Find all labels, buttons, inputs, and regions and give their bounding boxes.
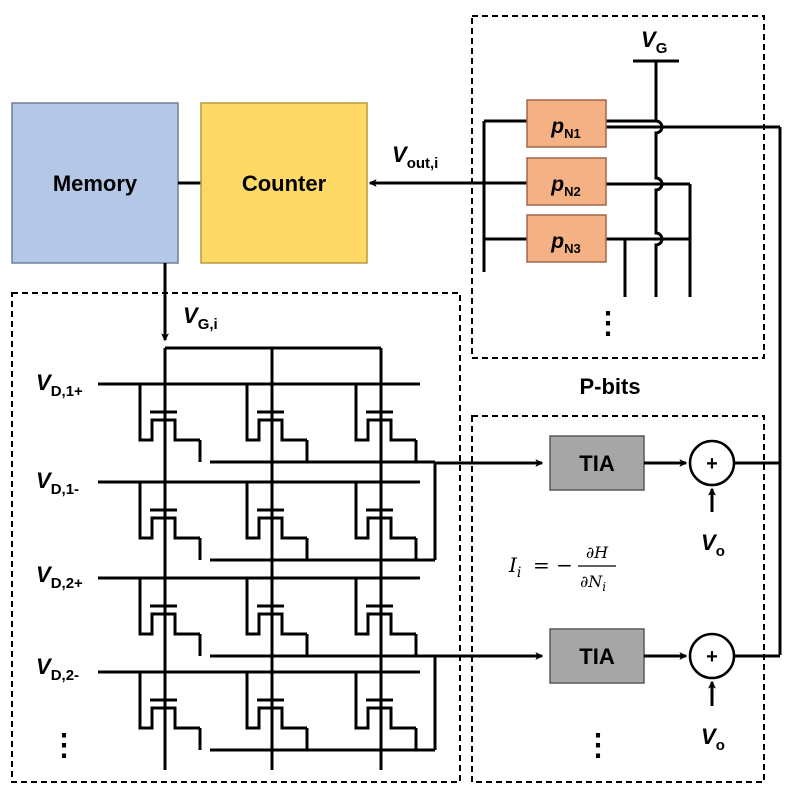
pbit-label-2: pN2: [550, 173, 580, 199]
gradient-equation: Ii = − ∂H ∂Ni: [508, 543, 616, 594]
transistor-r4-c1: [138, 672, 200, 730]
svg-text:∂H: ∂H: [586, 543, 609, 562]
transistor-r2-c2: [245, 482, 307, 540]
pbits-region: [471, 15, 765, 359]
transistor-r3-c3: [354, 578, 416, 636]
transistor-r1-c3: [354, 384, 416, 442]
pbit-label-3: pN3: [550, 230, 580, 256]
crossbar-ellipsis: ⋮: [49, 729, 79, 762]
crossbar-region: [11, 292, 461, 783]
svg-text:Ii: Ii: [508, 553, 521, 581]
vo1-label: Vo: [701, 530, 725, 560]
pbit-box-2: [526, 157, 607, 206]
transistor-r4-c3: [354, 672, 416, 730]
tia-label-1: TIA: [579, 451, 615, 476]
svg-text:∂Ni: ∂Ni: [580, 572, 606, 594]
pbit-row-2: pN2: [484, 157, 690, 206]
transistor-r3-c2: [245, 578, 307, 636]
vgi-label: VG,i: [183, 303, 218, 333]
tia-label-2: TIA: [579, 644, 615, 669]
crossbar-rows: [98, 382, 437, 752]
memory-block: [11, 102, 179, 264]
tia-ellipsis: ⋮: [583, 729, 613, 762]
transistor-r1-c2: [245, 384, 307, 442]
vg-label: VG: [641, 27, 667, 57]
vout-label: Vout,i: [392, 142, 438, 172]
vg-line: [654, 61, 664, 297]
counter-label: Counter: [242, 171, 327, 196]
pbit-row-1: pN1: [484, 99, 780, 148]
tia-block-1: [549, 435, 645, 491]
summer-1-symbol: +: [706, 453, 718, 475]
summer-2-symbol: +: [706, 646, 718, 668]
pbit-box-3: [526, 214, 607, 263]
vd-label-2: VD,1-: [36, 468, 79, 498]
pbits-title: P-bits: [579, 374, 640, 399]
transistor-r3-c1: [138, 578, 200, 636]
pbit-row-3: pN3: [484, 214, 690, 263]
pbit-label-1: pN1: [550, 115, 580, 141]
vd-label-3: VD,2+: [36, 562, 83, 592]
memory-label: Memory: [53, 171, 138, 196]
transistor-r2-c3: [354, 482, 416, 540]
counter-block: [200, 102, 368, 264]
transistor-r4-c2: [245, 672, 307, 730]
pbits-ellipsis: ⋮: [593, 307, 623, 340]
transistor-r1-c1: [138, 384, 200, 442]
vo2-label: Vo: [701, 724, 725, 754]
vd-label-1: VD,1+: [36, 370, 83, 400]
tia-block-2: [549, 628, 645, 684]
pbit-box-1: [526, 99, 607, 148]
tia-region: [471, 415, 765, 783]
vd-label-4: VD,2-: [36, 654, 79, 684]
transistor-r2-c1: [138, 482, 200, 540]
svg-text:= −: = −: [533, 553, 573, 577]
